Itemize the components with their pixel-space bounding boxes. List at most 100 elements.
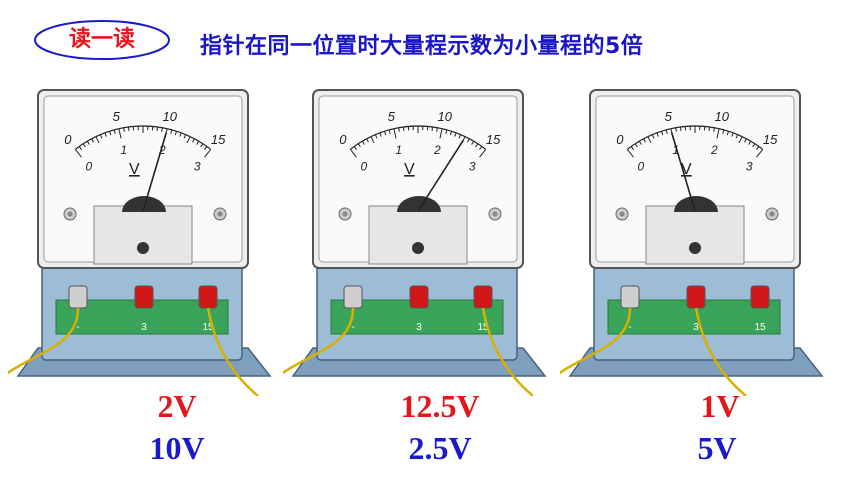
- screw-center: [217, 211, 223, 217]
- needle: [670, 132, 696, 212]
- scale-label-small: 0: [637, 160, 644, 174]
- terminal-post-2: [409, 285, 429, 309]
- scale-label-big: 5: [665, 109, 673, 124]
- read-badge-label: 读一读: [68, 27, 135, 52]
- scale-label-small: 1: [395, 143, 402, 157]
- scale-tick: [735, 134, 739, 139]
- wire-positive: [694, 307, 747, 396]
- scale-label-big: 5: [113, 109, 121, 124]
- scale-tick: [104, 132, 107, 137]
- scale-label-big: 10: [438, 109, 453, 124]
- scale-tick: [370, 136, 375, 144]
- terminal-label: 3: [693, 322, 699, 333]
- terminal-post-3: [198, 285, 218, 309]
- zero-adjust-screw-icon: [689, 242, 701, 254]
- scale-tick: [384, 131, 387, 136]
- scale-tick: [196, 140, 200, 145]
- headline: 指针在同一位置时大量程示数为小量程的5倍: [200, 34, 644, 59]
- scale-label-big: 15: [486, 132, 501, 147]
- needle-pivot: [122, 196, 166, 212]
- scale-label-small: 1: [120, 143, 127, 157]
- terminal-label: 15: [202, 322, 214, 333]
- needle-cover: [368, 205, 468, 265]
- terminal-label: -: [76, 322, 79, 333]
- meter-1-reading-small: 2V: [157, 388, 197, 424]
- scale-tick: [454, 132, 457, 137]
- scale-tick: [647, 136, 652, 144]
- scale-tick: [726, 131, 729, 136]
- scale-tick: [713, 127, 715, 132]
- read-badge-oval: [34, 20, 170, 60]
- scale-tick: [353, 146, 357, 150]
- needle-cover: [645, 205, 745, 265]
- scale-tick: [192, 138, 195, 143]
- wire-positive: [481, 307, 534, 396]
- scale-tick: [630, 146, 634, 150]
- scale-tick: [626, 149, 634, 158]
- scale-tick: [170, 129, 173, 134]
- wire-negative: [283, 307, 355, 375]
- scale-tick: [156, 126, 159, 131]
- terminal-post-1: [68, 285, 88, 309]
- scale-tick: [361, 140, 365, 145]
- screw-center: [492, 211, 498, 217]
- terminal-post-1: [343, 285, 363, 309]
- scale-tick: [651, 134, 655, 139]
- terminal-label: 15: [477, 322, 489, 333]
- scale-tick: [656, 132, 659, 137]
- scale-label-small: 0: [85, 160, 92, 174]
- meter-3-reading-big: 5V: [697, 430, 737, 466]
- scale-tick: [445, 129, 448, 134]
- scale-label-small: 2: [158, 143, 166, 157]
- scale-tick: [86, 140, 90, 145]
- scale-tick: [679, 126, 682, 131]
- scale-tick: [123, 127, 125, 132]
- scale-tick: [661, 131, 664, 136]
- terminal-post-1: [620, 285, 640, 309]
- scale-tick: [634, 143, 638, 148]
- scale-tick: [99, 134, 103, 139]
- meter-3-reading-small: 1V: [700, 388, 740, 424]
- scale-tick: [475, 143, 479, 148]
- scale-label-small: 3: [194, 160, 201, 174]
- scale-tick: [349, 149, 357, 158]
- meter-2-reading-small: 12.5V: [400, 388, 480, 424]
- scale-tick: [118, 128, 122, 139]
- needle-cover: [93, 205, 193, 265]
- unit-label: V: [681, 161, 692, 178]
- terminal-post-2: [686, 285, 706, 309]
- scale-tick: [200, 143, 204, 148]
- scale-tick: [204, 149, 212, 158]
- screw-center: [769, 211, 775, 217]
- terminal-post-3: [750, 285, 770, 309]
- screw-center: [342, 211, 348, 217]
- scale-tick: [738, 136, 743, 144]
- scale-tick: [127, 126, 130, 131]
- meter-1-reading-big: 10V: [149, 430, 205, 466]
- scale-tick: [179, 132, 182, 137]
- scale-label-big: 0: [339, 132, 347, 147]
- scale-tick: [402, 126, 405, 131]
- wire-negative: [560, 307, 632, 375]
- scale-tick: [379, 132, 382, 137]
- terminal-post-2: [134, 285, 154, 309]
- scale-tick: [744, 138, 747, 143]
- needle-pivot: [674, 196, 718, 212]
- scale-tick: [722, 129, 725, 134]
- scale-tick: [708, 126, 711, 131]
- scale-tick: [449, 131, 452, 136]
- needle: [417, 139, 464, 212]
- scale-tick: [756, 146, 760, 150]
- scale-tick: [183, 134, 187, 139]
- scale-tick: [731, 132, 734, 137]
- scale-tick: [756, 149, 764, 158]
- scale-label-big: 10: [715, 109, 730, 124]
- wire-positive: [206, 307, 259, 396]
- scale-tick: [393, 128, 397, 139]
- scale-tick: [479, 146, 483, 150]
- scale-label-big: 5: [388, 109, 396, 124]
- scale-label-big: 0: [64, 132, 72, 147]
- scale-tick: [95, 136, 100, 144]
- scale-label-small: 3: [469, 160, 476, 174]
